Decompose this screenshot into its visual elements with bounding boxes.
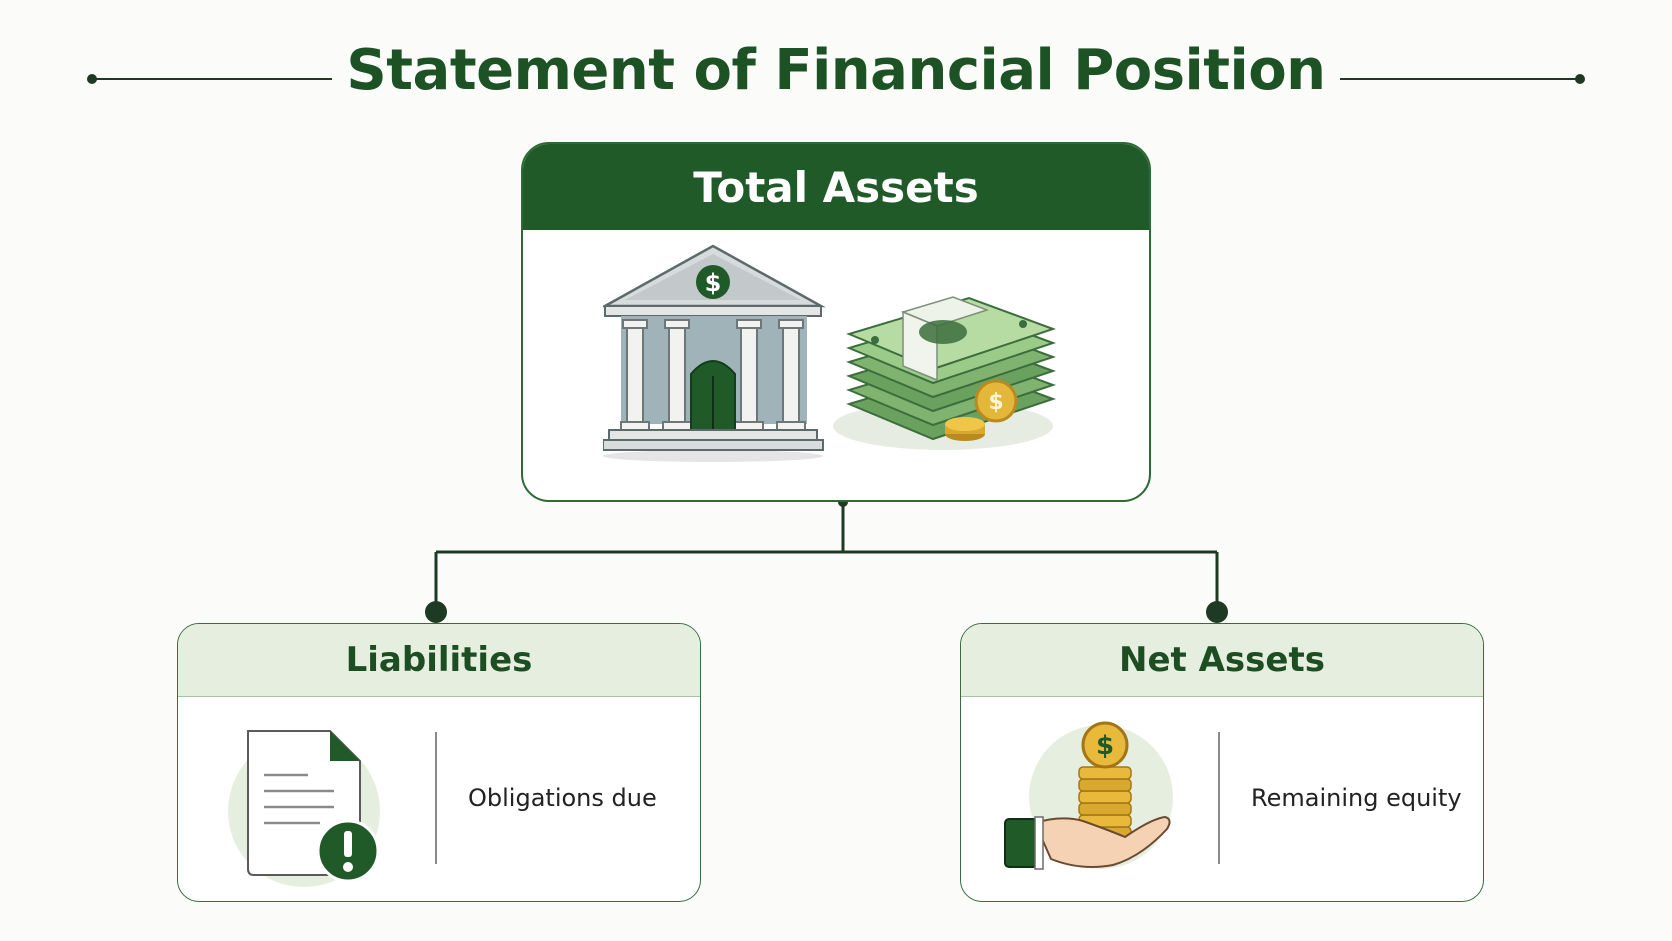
- title-rule-right: [1340, 74, 1585, 84]
- net-assets-label: Net Assets: [1119, 640, 1325, 680]
- document-warning-icon: [228, 730, 380, 887]
- title-rule-left: [87, 74, 332, 84]
- svg-text:$: $: [1096, 731, 1114, 761]
- coins-icon: $: [945, 379, 1018, 441]
- total-assets-header: Total Assets: [523, 144, 1149, 230]
- svg-text:$: $: [988, 390, 1003, 415]
- total-assets-illustration: $: [603, 244, 1057, 462]
- net-assets-header: Net Assets: [961, 624, 1483, 697]
- total-assets-label: Total Assets: [693, 162, 979, 212]
- page-title: Statement of Financial Position: [346, 38, 1326, 103]
- net-assets-card: Net Assets $ Remaining equity: [960, 623, 1484, 902]
- total-assets-card: Total Assets $: [521, 142, 1151, 502]
- liabilities-card: Liabilities Obligations due: [177, 623, 701, 902]
- bank-building-icon: $: [603, 244, 826, 462]
- net-assets-divider: [1218, 732, 1220, 864]
- net-assets-description: Remaining equity: [1251, 784, 1462, 812]
- cash-stack-icon: [833, 296, 1057, 450]
- liabilities-header: Liabilities: [178, 624, 700, 697]
- hand-coins-icon: $: [1004, 721, 1173, 870]
- liabilities-description: Obligations due: [468, 784, 657, 812]
- liabilities-divider: [435, 732, 437, 864]
- liabilities-label: Liabilities: [345, 640, 533, 680]
- svg-text:$: $: [705, 269, 722, 297]
